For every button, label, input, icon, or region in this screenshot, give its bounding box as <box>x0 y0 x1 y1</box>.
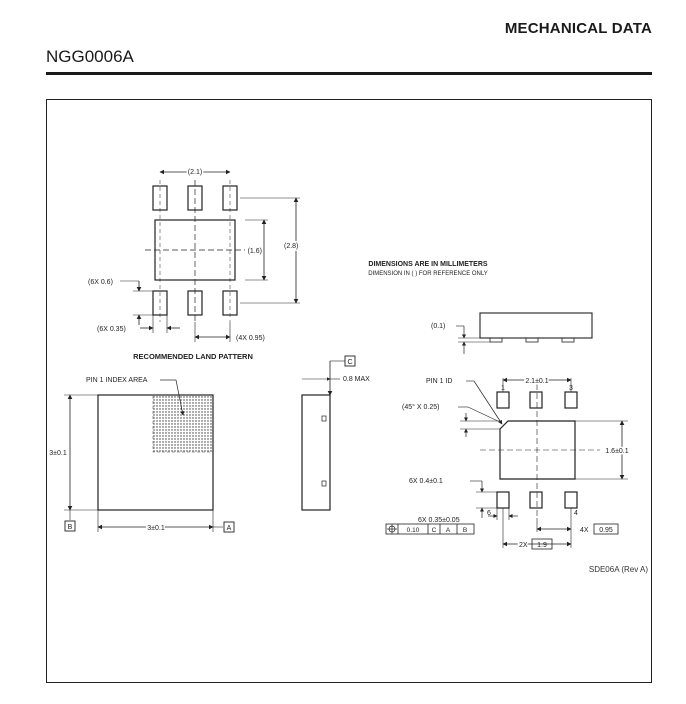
bottom-pad <box>496 491 510 509</box>
land-dim-width: (2.1) <box>188 169 202 176</box>
ref-thickness: (0.1) <box>431 323 445 330</box>
land-dim-pitch: (4X 0.95) <box>236 335 265 342</box>
pitch-label: 4X <box>580 527 589 534</box>
land-pattern <box>120 169 300 342</box>
side-max-height: 0.8 MAX <box>343 376 370 383</box>
pin-3-label: 3 <box>569 385 573 392</box>
package-id: NGG0006A <box>46 47 134 66</box>
tolerance-datum-b: B <box>463 527 467 534</box>
tolerance-frame <box>385 523 475 535</box>
section-title: MECHANICAL DATA <box>504 20 652 37</box>
datum-b-label: B <box>68 524 73 531</box>
bottom-dim-width: 2.1±0.1 <box>525 378 548 385</box>
bottom-pad <box>564 391 578 409</box>
pin-4-label: 4 <box>574 510 578 517</box>
bottom-view <box>385 377 628 550</box>
land-dim-height: (2.8) <box>284 243 298 250</box>
top-view <box>64 379 235 533</box>
datum-a-label: A <box>227 525 232 532</box>
ref-body <box>479 312 593 339</box>
bottom-pad <box>564 491 578 509</box>
pin1-area-label: PIN 1 INDEX AREA <box>86 377 148 384</box>
bottom-dim-pad-len: 6X 0.4±0.1 <box>409 478 443 485</box>
chamfer-label: (45° X 0.25) <box>402 403 439 411</box>
drawing-frame <box>46 99 652 683</box>
ref-side <box>456 312 593 354</box>
land-dim-pad-width: (6X 0.35) <box>97 326 126 333</box>
pin-1-label: 1 <box>501 385 505 392</box>
note-reference: DIMENSION IN ( ) FOR REFERENCE ONLY <box>368 271 488 277</box>
side-view <box>301 355 356 511</box>
tolerance-datum-a: A <box>446 527 451 534</box>
tolerance-value: 0.10 <box>407 527 420 534</box>
land-dim-pad-len: (6X 0.6) <box>88 279 113 286</box>
top-dim-width: 3±0.1 <box>147 525 165 532</box>
pin1-index-area <box>152 394 214 453</box>
side-terminal <box>321 415 327 422</box>
note-units: DIMENSIONS ARE IN MILLIMETERS <box>368 261 487 268</box>
bottom-pad <box>529 491 543 509</box>
pitch-value: 0.95 <box>599 527 613 534</box>
datum-a-box <box>223 521 235 533</box>
side-body <box>301 394 331 511</box>
datum-c-box <box>344 355 356 367</box>
bottom-dim-height: 1.6±0.1 <box>605 448 628 455</box>
pitch-value-box <box>593 523 619 535</box>
span-label: 2X <box>519 542 528 549</box>
bottom-pad <box>529 391 543 409</box>
tolerance-datum-c: C <box>432 527 437 534</box>
land-dim-center: (1.6) <box>248 248 262 255</box>
header-rule <box>46 72 652 75</box>
pin-6-label: 6 <box>487 510 491 517</box>
land-pattern-title: RECOMMENDED LAND PATTERN <box>133 352 253 361</box>
bottom-pad <box>496 391 510 409</box>
span-value-box <box>531 538 553 550</box>
datum-c-label: C <box>347 359 352 366</box>
package-body <box>97 394 214 511</box>
span-value: 1.9 <box>537 542 547 549</box>
datum-b-box <box>64 520 76 532</box>
side-terminal <box>321 480 327 487</box>
top-dim-height: 3±0.1 <box>49 450 67 457</box>
drawing-ref: SDE06A (Rev A) <box>589 565 648 574</box>
exposed-pad <box>499 420 576 480</box>
pin1-id-label: PIN 1 ID <box>426 378 452 385</box>
bottom-dim-pad-width: 6X 0.35±0.05 <box>418 517 460 524</box>
